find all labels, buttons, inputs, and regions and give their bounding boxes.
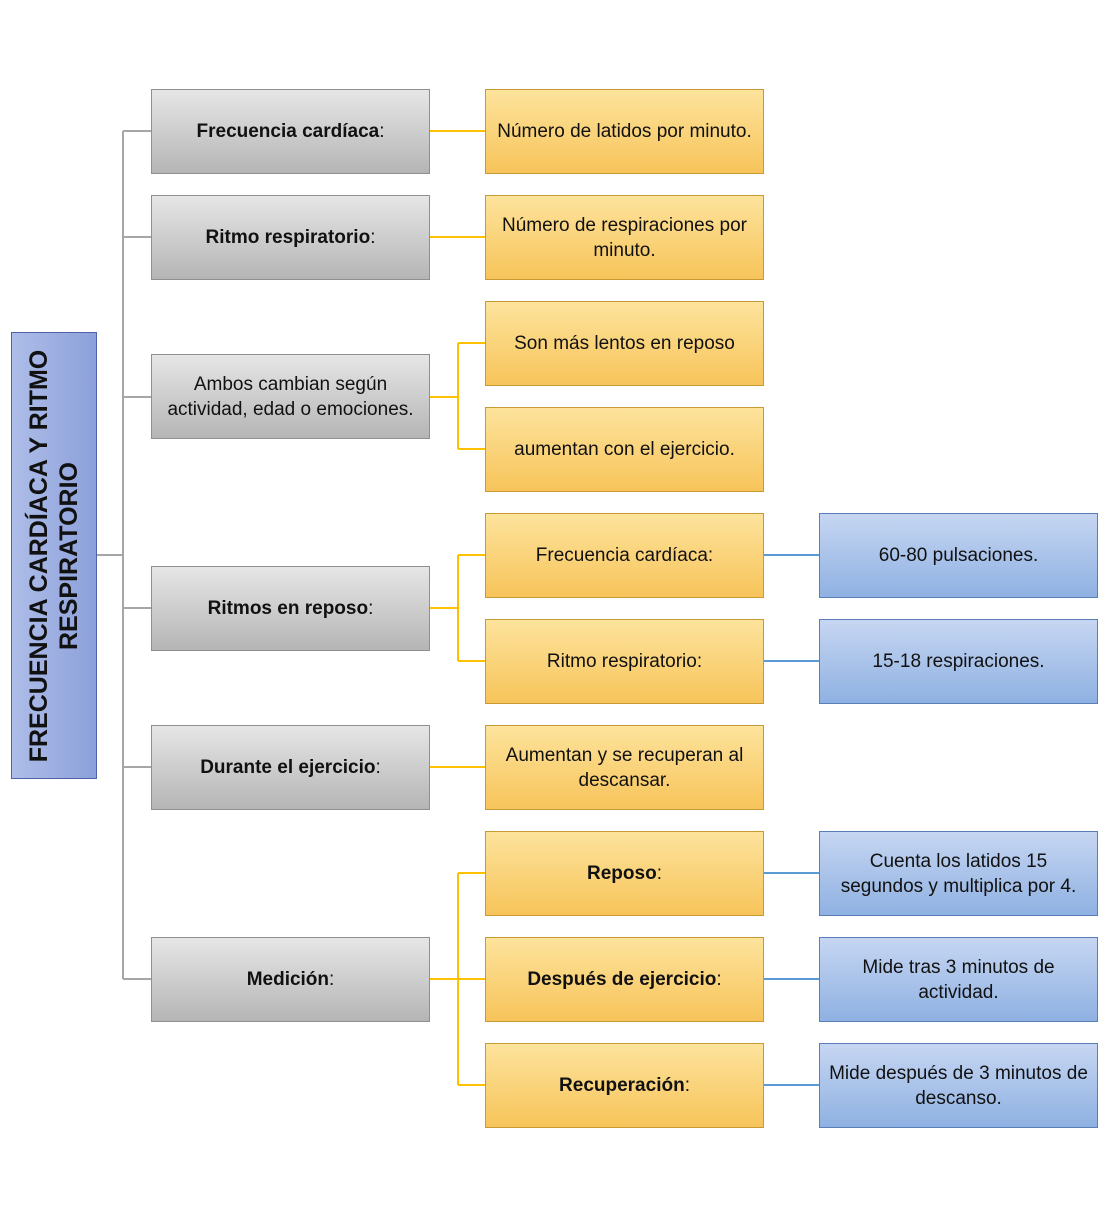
node-reposo-frecuencia-cardiaca: Frecuencia cardíaca: — [485, 513, 764, 598]
node-label: 15-18 respiraciones. — [872, 651, 1045, 672]
node-label: 60-80 pulsaciones. — [878, 545, 1039, 566]
node-label: aumentan con el ejercicio. — [514, 439, 735, 460]
node-label-bold: Después de ejercicio — [527, 969, 717, 990]
node-ritmo-respiratorio: Ritmo respiratorio: — [151, 195, 430, 280]
node-label: Número de latidos por minuto. — [497, 121, 752, 142]
node-aumentan-con-ejercicio: aumentan con el ejercicio. — [485, 407, 764, 492]
node-aumentan-y-se-recuperan: Aumentan y se recuperan al descansar. — [485, 725, 764, 810]
node-label-suffix: : — [684, 1075, 690, 1096]
node-latidos-por-minuto: Número de latidos por minuto. — [485, 89, 764, 174]
node-medicion-reposo: Reposo: — [485, 831, 764, 916]
node-label: Cuenta los latidos 15 segundos y multipl… — [840, 850, 1077, 897]
node-mide-tras-3-minutos: Mide tras 3 minutos de actividad. — [819, 937, 1098, 1022]
node-label-suffix: : — [368, 598, 374, 619]
node-label: Número de respiraciones por minuto. — [501, 214, 747, 261]
node-15-18-respiraciones: 15-18 respiraciones. — [819, 619, 1098, 704]
node-label-bold: Recuperación — [559, 1075, 685, 1096]
node-durante-el-ejercicio: Durante el ejercicio: — [151, 725, 430, 810]
node-label-suffix: : — [379, 121, 385, 142]
node-mide-despues-de-3-minutos: Mide después de 3 minutos de descanso. — [819, 1043, 1098, 1128]
node-respiraciones-por-minuto: Número de respiraciones por minuto. — [485, 195, 764, 280]
node-mas-lentos-en-reposo: Son más lentos en reposo — [485, 301, 764, 386]
node-cuenta-los-latidos: Cuenta los latidos 15 segundos y multipl… — [819, 831, 1098, 916]
node-label: Aumentan y se recuperan al descansar. — [505, 744, 744, 791]
node-label: Mide después de 3 minutos de descanso. — [829, 1062, 1088, 1109]
node-frecuencia-cardiaca: Frecuencia cardíaca: — [151, 89, 430, 174]
node-label-suffix: : — [370, 227, 376, 248]
node-label-suffix: : — [375, 757, 381, 778]
node-recuperacion: Recuperación: — [485, 1043, 764, 1128]
node-ritmos-en-reposo: Ritmos en reposo: — [151, 566, 430, 651]
node-label: Son más lentos en reposo — [514, 333, 735, 354]
node-label-suffix: : — [656, 863, 662, 884]
node-label-bold: Reposo — [587, 863, 657, 884]
node-medicion: Medición: — [151, 937, 430, 1022]
root-title: FRECUENCIA CARDÍACA Y RITMO RESPIRATORIO — [25, 349, 83, 762]
node-ambos-cambian: Ambos cambian según actividad, edad o em… — [151, 354, 430, 439]
node-label-suffix: : — [716, 969, 722, 990]
node-label-bold: Ritmo respiratorio — [205, 227, 371, 248]
node-label: Mide tras 3 minutos de actividad. — [862, 956, 1055, 1003]
node-label-bold: Medición — [246, 969, 330, 990]
root-node: FRECUENCIA CARDÍACA Y RITMO RESPIRATORIO — [11, 332, 97, 779]
node-reposo-ritmo-respiratorio: Ritmo respiratorio: — [485, 619, 764, 704]
node-label: Ambos cambian según actividad, edad o em… — [167, 373, 414, 420]
node-label-bold: Durante el ejercicio — [200, 757, 376, 778]
node-label: Ritmo respiratorio: — [546, 651, 703, 672]
node-label: Frecuencia cardíaca: — [535, 545, 714, 566]
node-label-bold: Ritmos en reposo — [207, 598, 369, 619]
node-60-80-pulsaciones: 60-80 pulsaciones. — [819, 513, 1098, 598]
node-label-suffix: : — [329, 969, 335, 990]
node-despues-de-ejercicio: Después de ejercicio: — [485, 937, 764, 1022]
node-label-bold: Frecuencia cardíaca — [196, 121, 380, 142]
